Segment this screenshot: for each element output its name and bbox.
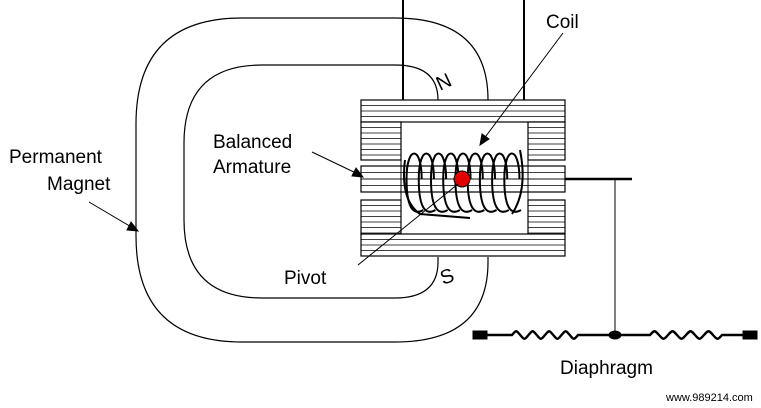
- coil-lead: [511, 149, 524, 215]
- south-pole-label: S: [437, 264, 457, 289]
- coil-lead: [403, 159, 471, 219]
- drive-rod: [565, 177, 632, 334]
- magnet-outer-outline: [135, 17, 489, 343]
- label-balanced: Balanced: [213, 132, 292, 153]
- pivot-leader: [357, 183, 459, 266]
- label-magnet: Magnet: [47, 174, 111, 195]
- coil-winding: [403, 149, 524, 219]
- label-coil: Coil: [546, 12, 579, 33]
- pivot-point: [453, 170, 471, 188]
- coil-leader-arrowhead: [479, 133, 490, 147]
- label-diaphragm: Diaphragm: [560, 358, 653, 379]
- watermark: www.989214.com: [665, 392, 753, 404]
- label-armature: Armature: [213, 157, 291, 178]
- armature-leader-arrowhead: [351, 167, 365, 178]
- magnet-inner-outline: [183, 64, 439, 299]
- coil-guide: [400, 121, 529, 235]
- magnet-top-outer: [394, 17, 489, 101]
- coil-leader: [482, 32, 564, 141]
- coil-loops: [405, 152, 522, 213]
- magnet-leader: [88, 201, 134, 229]
- label-pivot: Pivot: [284, 268, 327, 289]
- magnet-leader-arrowhead: [126, 221, 140, 232]
- diaphragm-clamp-left: [472, 330, 488, 340]
- diaphragm-center-joint: [608, 330, 622, 340]
- magnet-top-inner: [394, 64, 439, 101]
- diaphragm: [472, 330, 758, 340]
- diaphragm-clamp-right: [742, 330, 758, 340]
- leader-lines: [88, 32, 564, 266]
- armature-leader: [311, 151, 359, 175]
- label-permanent: Permanent: [9, 147, 103, 168]
- north-pole-label: N: [433, 69, 455, 95]
